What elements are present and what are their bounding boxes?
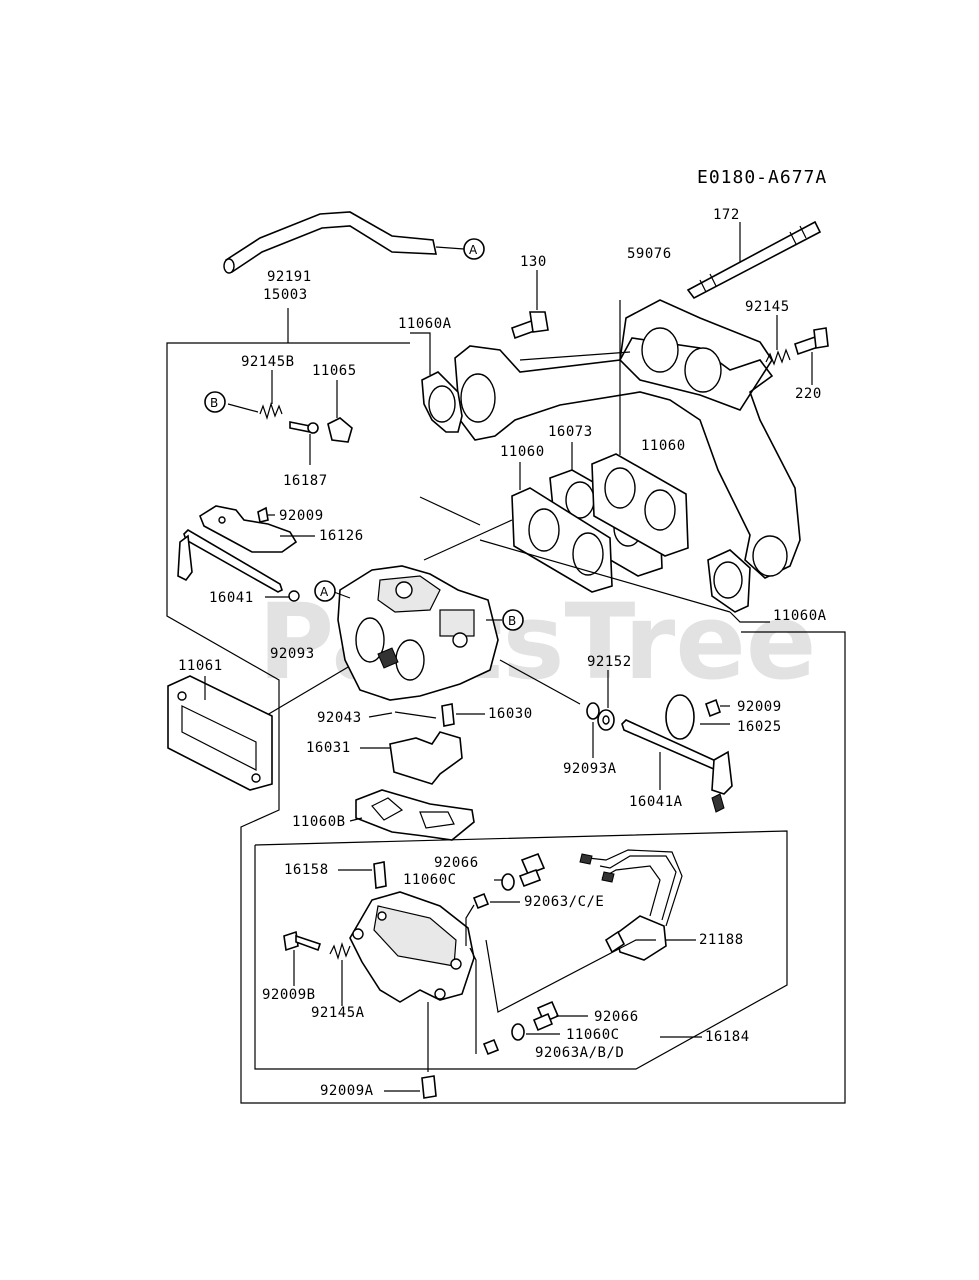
label-92145A: 92145A [311, 1005, 365, 1021]
label-16031: 16031 [306, 740, 351, 756]
label-92145B: 92145B [241, 354, 295, 370]
label-11060C-top: 11060C [403, 872, 457, 888]
label-92009-right: 92009 [737, 699, 782, 715]
bolt-220 [794, 327, 829, 385]
oring-11060C-top [494, 873, 515, 891]
gasket-11060-right [591, 300, 689, 557]
shaft-16041 [177, 528, 300, 602]
callout-b-carb: B [502, 609, 524, 631]
diagram-code: E0180-A677A [697, 167, 827, 188]
svg-text:B: B [210, 396, 218, 410]
label-16025: 16025 [737, 719, 782, 735]
callout-b-left: B [204, 391, 226, 413]
label-16126: 16126 [319, 528, 364, 544]
oring-11060C-bottom [511, 1023, 560, 1041]
assembly-boundary [166, 308, 846, 1104]
label-130: 130 [520, 254, 547, 270]
jet-92063CE [465, 892, 520, 946]
label-92066-bottom: 92066 [594, 1009, 639, 1025]
label-11060B: 11060B [292, 814, 346, 830]
gasket-11060B [349, 789, 475, 841]
label-92063ABD: 92063A/B/D [535, 1045, 624, 1061]
jet-92063ABD [469, 947, 500, 1056]
label-11060C-bottom: 11060C [566, 1027, 620, 1043]
washer-92152 [597, 670, 615, 731]
float-16031 [360, 731, 463, 785]
label-16073: 16073 [548, 424, 593, 440]
choke-lever-16126 [199, 505, 315, 553]
label-21188: 21188 [699, 932, 744, 948]
label-92009A: 92009A [320, 1083, 374, 1099]
gasket-11060A-top [410, 332, 463, 433]
label-92066-top: 92066 [434, 855, 479, 871]
stud-172 [686, 220, 822, 300]
spring-92145B [227, 370, 283, 421]
label-16041: 16041 [209, 590, 254, 606]
callout-a-top: A [463, 238, 485, 260]
leader-bowl-link [485, 939, 656, 1013]
spring-92145A [329, 941, 351, 1006]
label-92063CE: 92063/C/E [524, 894, 604, 910]
svg-text:A: A [469, 243, 478, 257]
screw-92009-right [705, 698, 730, 718]
label-11061: 11061 [178, 658, 223, 674]
part-11065 [327, 380, 353, 443]
spring-92145 [765, 315, 791, 366]
label-59076: 59076 [627, 246, 672, 262]
label-92009-top: 92009 [279, 508, 324, 524]
label-16184: 16184 [705, 1029, 750, 1045]
bolt-92009A [384, 1075, 437, 1099]
gasket-11060-left [511, 462, 613, 593]
screw-92009-top [257, 506, 275, 523]
solenoid-21188 [579, 849, 696, 961]
shaft-16041A [621, 719, 733, 813]
bolt-130 [511, 270, 549, 340]
plug-92066-bottom [532, 1000, 588, 1032]
plug-92066-top [518, 852, 546, 888]
float-bowl [349, 891, 475, 1072]
callout-a-carb: A [314, 580, 336, 602]
jet-16158 [338, 861, 387, 889]
label-11065: 11065 [312, 363, 357, 379]
needle-16030 [441, 703, 485, 727]
label-16158: 16158 [284, 862, 329, 878]
svg-text:B: B [508, 614, 516, 628]
label-16030: 16030 [488, 706, 533, 722]
label-220: 220 [795, 386, 822, 402]
label-172: 172 [713, 207, 740, 223]
label-16041A: 16041A [629, 794, 683, 810]
svg-text:A: A [320, 585, 329, 599]
alignment-lines [244, 496, 731, 729]
label-92043: 92043 [317, 710, 362, 726]
plate-16025 [665, 694, 730, 740]
label-92152: 92152 [587, 654, 632, 670]
label-92145: 92145 [745, 299, 790, 315]
part-labels: 172 59076 130 92191 15003 11060A 92145 2… [178, 207, 827, 1099]
gasket-11060A-bottom [707, 549, 770, 623]
pin-92043 [368, 711, 437, 719]
bolt-92009B [283, 930, 322, 986]
label-11060-right: 11060 [641, 438, 686, 454]
intake-manifold [454, 299, 801, 579]
screw-16187 [289, 421, 319, 465]
label-11060-left: 11060 [500, 444, 545, 460]
label-11060A-bottom: 11060A [773, 608, 827, 624]
label-92093: 92093 [270, 646, 315, 662]
label-15003: 15003 [263, 287, 308, 303]
label-11060A-top: 11060A [398, 316, 452, 332]
carburetor-body [333, 565, 502, 701]
gasket-11061 [167, 675, 273, 791]
breather-pipe [223, 211, 465, 274]
label-92009B: 92009B [262, 987, 316, 1003]
label-92191: 92191 [267, 269, 312, 285]
label-92093A: 92093A [563, 761, 617, 777]
label-16187: 16187 [283, 473, 328, 489]
seal-92093A [586, 702, 600, 758]
